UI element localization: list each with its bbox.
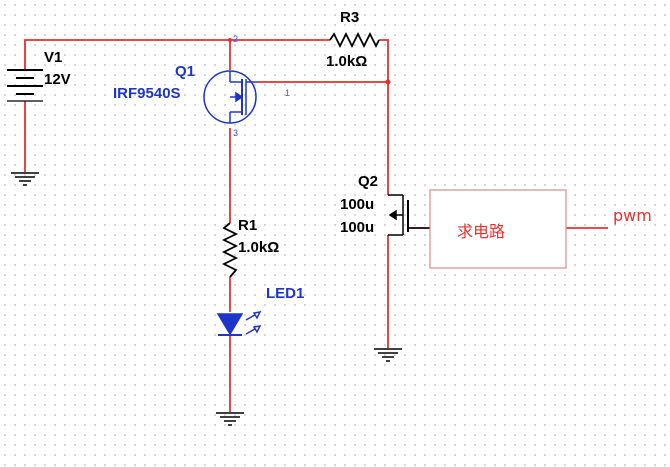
r1-value-label: 1.0kΩ [238,239,279,256]
wire-r3-right[interactable] [379,39,389,82]
q2-ref-label: Q2 [358,173,378,190]
subcircuit-label: 求电路 [457,222,505,241]
ground-led [216,412,244,426]
led-led1[interactable] [216,311,262,336]
ground-v1 [11,172,39,186]
q1-pin-drain: 3 [233,128,238,138]
q1-pin-gate: 1 [285,88,290,98]
q2-w-label: 100u [340,196,374,213]
subcircuit-block[interactable] [429,189,567,269]
r3-value-label: 1.0kΩ [326,53,367,70]
pwm-label: pwm [613,206,652,225]
transistor-q2[interactable] [388,194,430,236]
junction-dot-gate [385,79,391,85]
battery-v1[interactable] [7,69,43,102]
q1-ref-label: Q1 [175,63,195,80]
q1-part-label: IRF9540S [113,85,181,102]
resistor-r3[interactable] [329,31,380,49]
junction-dot-top [228,38,232,42]
ground-q2 [374,348,402,362]
resistor-r1[interactable] [221,222,239,278]
v1-ref-label: V1 [44,49,62,66]
q2-l-label: 100u [340,219,374,236]
v1-value-label: 12V [44,71,71,88]
r3-ref-label: R3 [340,9,359,26]
q1-pin-source: 2 [233,34,238,44]
transistor-q1[interactable] [203,70,258,124]
r1-ref-label: R1 [238,217,257,234]
led1-ref-label: LED1 [266,285,304,302]
